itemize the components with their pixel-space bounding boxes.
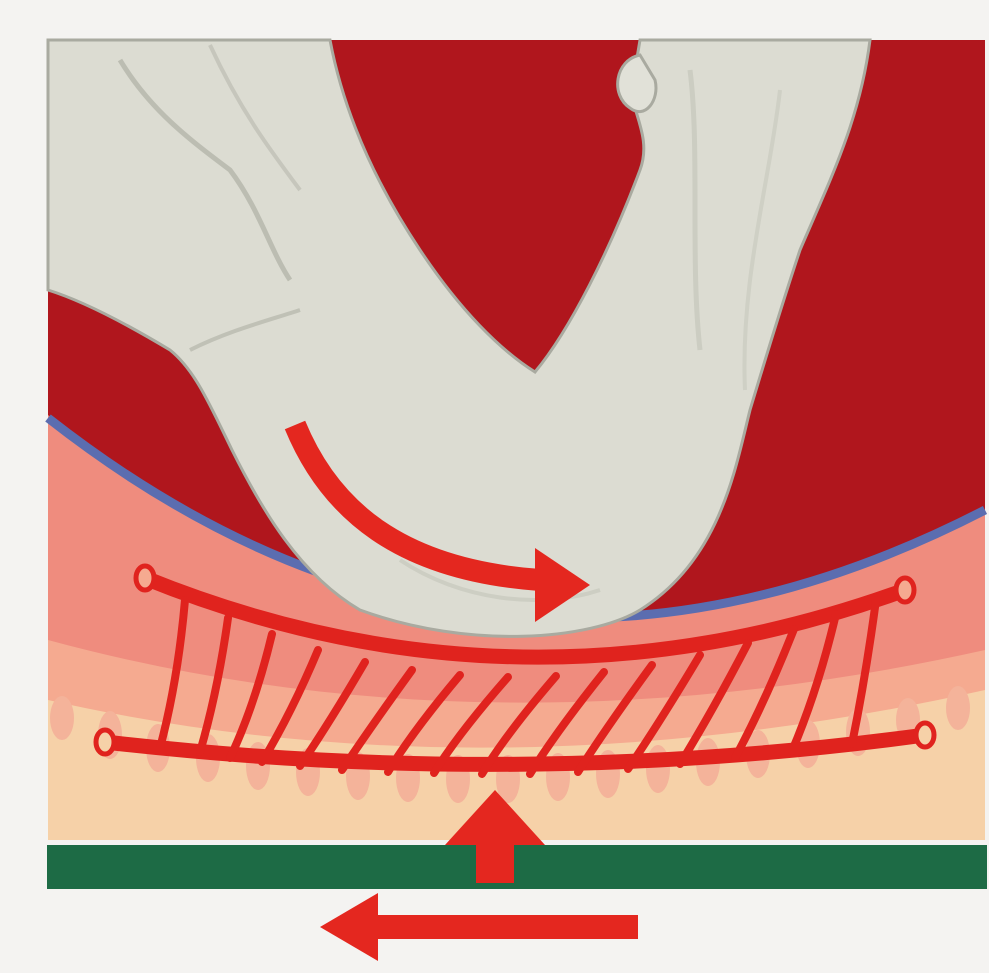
pressure-arrow-stem-over-bar	[476, 845, 514, 883]
support-surface-bar	[47, 845, 987, 889]
